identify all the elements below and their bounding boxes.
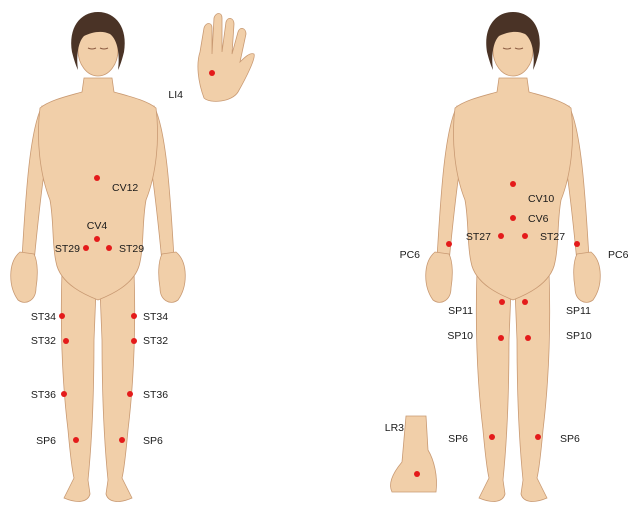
hand-inset	[198, 14, 254, 102]
acupoint-dot	[489, 434, 495, 440]
acupoint-label: PC6	[608, 249, 629, 261]
acupoint-label: ST29	[119, 243, 144, 255]
acupoint-label: PC6	[400, 249, 421, 261]
acupoint-dot	[131, 338, 137, 344]
acupoint-label: CV6	[528, 213, 549, 225]
acupoint-label: ST36	[143, 389, 168, 401]
acupoint-label: ST27	[466, 231, 491, 243]
acupoint-label: CV12	[112, 182, 138, 194]
acupoint-st36: ST36	[31, 389, 67, 401]
acupoint-dot	[59, 313, 65, 319]
acupoint-dot	[73, 437, 79, 443]
acupoint-label: SP11	[566, 305, 591, 317]
acupoint-dot	[510, 181, 516, 187]
acupoint-label: ST32	[143, 335, 168, 347]
acupoint-label: SP10	[566, 330, 592, 342]
acupoint-label: SP6	[36, 435, 56, 447]
acupoint-dot	[209, 70, 215, 76]
acupoint-dot	[499, 299, 505, 305]
acupoint-label: SP6	[143, 435, 163, 447]
left-body-figure	[11, 12, 186, 501]
acupoint-dot	[574, 241, 580, 247]
right-body-figure	[426, 12, 601, 501]
acupoint-st34: ST34	[31, 311, 65, 323]
acupoint-label: ST32	[31, 335, 56, 347]
acupoint-st32: ST32	[131, 335, 168, 347]
acupoint-label: SP10	[447, 330, 473, 342]
acupoint-dot	[106, 245, 112, 251]
acupoint-dot	[127, 391, 133, 397]
acupoint-label: LI4	[168, 89, 183, 101]
acupoint-dot	[83, 245, 89, 251]
acupoint-dot	[63, 338, 69, 344]
acupoint-st36: ST36	[127, 389, 168, 401]
acupoint-label: ST27	[540, 231, 565, 243]
acupoint-label: SP6	[560, 433, 580, 445]
acupoint-label: CV10	[528, 193, 554, 205]
acupoint-dot	[414, 471, 420, 477]
acupoint-label: CV4	[87, 220, 108, 232]
acupoint-dot	[61, 391, 67, 397]
acupoint-label: ST34	[31, 311, 56, 323]
acupoint-dot	[94, 236, 100, 242]
acupoint-label: ST29	[55, 243, 80, 255]
acupoint-dot	[510, 215, 516, 221]
acupoint-dot	[535, 434, 541, 440]
acupoint-dot	[522, 233, 528, 239]
acupoint-dot	[498, 335, 504, 341]
acupoint-dot	[498, 233, 504, 239]
acupoint-label: SP11	[448, 305, 473, 317]
acupoint-dot	[131, 313, 137, 319]
acupoint-dot	[522, 299, 528, 305]
acupoint-label: SP6	[448, 433, 468, 445]
acupoint-dot	[119, 437, 125, 443]
acupoint-label: ST36	[31, 389, 56, 401]
acupoint-label: ST34	[143, 311, 168, 323]
acupoint-st34: ST34	[131, 311, 168, 323]
acupoint-dot	[94, 175, 100, 181]
acupoint-label: LR3	[385, 422, 404, 434]
acupoint-dot	[446, 241, 452, 247]
acupoint-dot	[525, 335, 531, 341]
